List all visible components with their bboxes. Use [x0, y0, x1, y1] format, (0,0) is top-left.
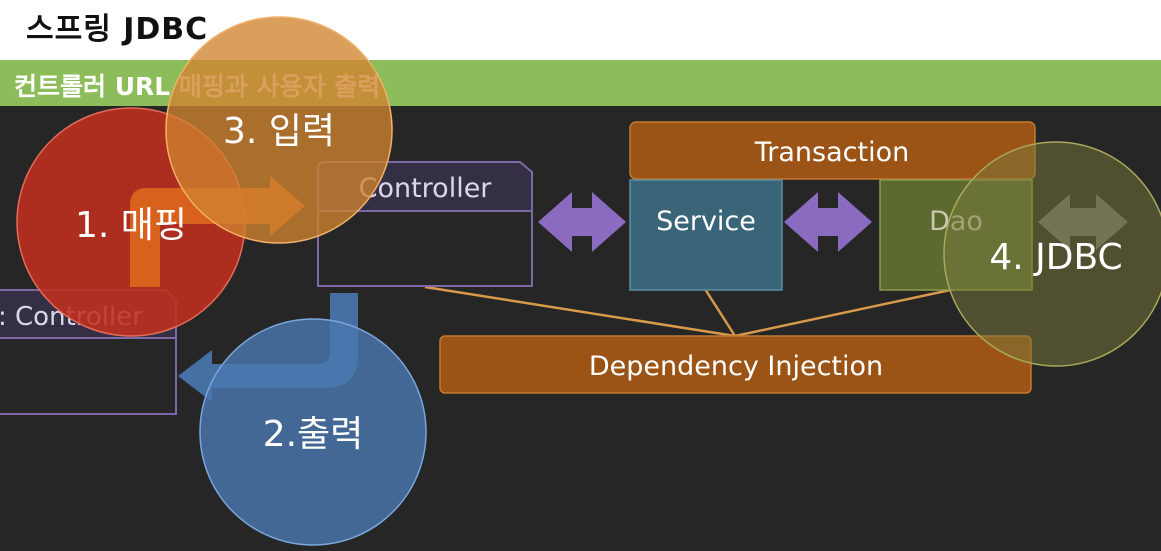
step-mapping-label: 1. 매핑	[75, 205, 187, 246]
step-output-circle	[199, 318, 427, 546]
controller-service-arrow	[538, 192, 626, 252]
page-title: 스프링 JDBC	[26, 12, 209, 47]
dependency-injection-box	[439, 335, 1032, 394]
dependency-lines	[424, 285, 956, 338]
dependency-injection-label: Dependency Injection	[589, 351, 883, 382]
step-jdbc-circle	[943, 141, 1161, 367]
step-output-label: 2.출력	[263, 414, 364, 455]
service-dao-arrow	[784, 192, 872, 252]
front-controller-box	[0, 337, 177, 415]
step-jdbc-label: 4. JDBC	[989, 237, 1122, 278]
step-input-label: 3. 입력	[223, 111, 335, 152]
service-box	[629, 179, 783, 291]
service-label: Service	[656, 206, 756, 237]
transaction-label: Transaction	[754, 137, 909, 168]
title-bar: 스프링 JDBC	[0, 0, 1161, 60]
step-input-circle	[165, 16, 393, 244]
controller-box	[317, 210, 533, 287]
